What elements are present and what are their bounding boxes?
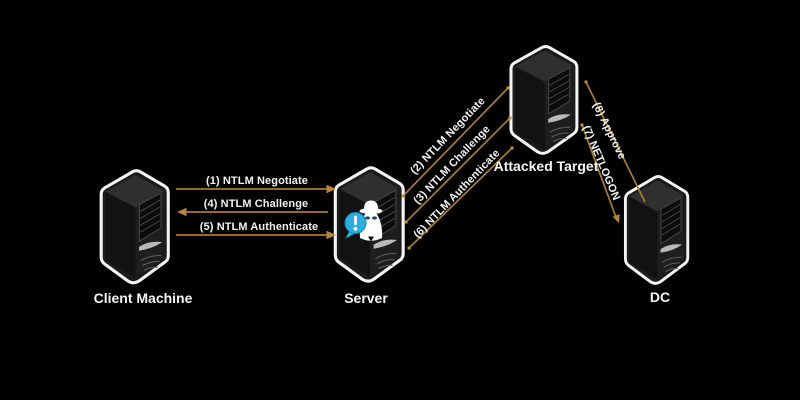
edges-server-target-endpoints <box>401 86 514 250</box>
edge-7-arrowhead <box>612 214 620 223</box>
edge-5-arrowhead <box>326 230 336 240</box>
dc-label: DC <box>649 289 671 305</box>
spy-eye-left <box>364 216 371 220</box>
edge-label-4: (4) NTLM Challenge <box>203 198 309 210</box>
edge-7-line <box>581 124 618 221</box>
attacked-target-node <box>509 44 579 155</box>
edge-6-line <box>408 147 513 249</box>
spy-hat-brim <box>359 208 383 214</box>
edges-client-server <box>176 188 328 236</box>
client-machine-node <box>99 169 170 285</box>
edge-8-line <box>585 81 646 203</box>
edges-target-dc <box>581 81 646 221</box>
spy-coat-notch <box>368 236 374 242</box>
edge-label-1: (1) NTLM Negotiate <box>205 175 309 187</box>
spy-eye-right <box>371 216 378 220</box>
edges-target-dc-endpoints <box>580 80 588 127</box>
edge-label-5: (5) NTLM Authenticate <box>199 221 319 233</box>
attacker-spy-icon <box>344 200 383 242</box>
edge-4-arrowhead <box>177 207 187 217</box>
edge-1-arrowhead <box>326 184 336 194</box>
attacked-target-label: Attacked Target <box>493 158 599 174</box>
edges-client-server-arrowheads <box>177 184 336 240</box>
client-machine-label: Client Machine <box>93 290 193 306</box>
alert-exclamation-dot <box>353 226 358 231</box>
alert-exclamation-bar <box>354 215 357 226</box>
edge-2-line <box>402 87 509 197</box>
edges-server-target <box>402 87 513 249</box>
edge-3-line <box>405 117 511 223</box>
server-label: Server <box>344 290 388 306</box>
dc-node <box>623 175 690 285</box>
spy-hat-dome <box>364 200 378 211</box>
